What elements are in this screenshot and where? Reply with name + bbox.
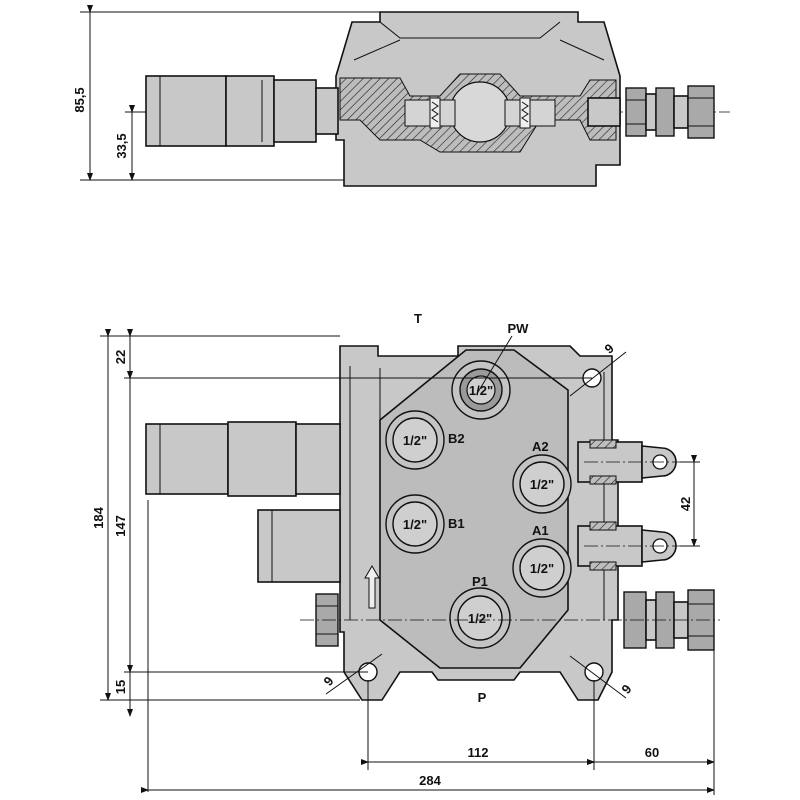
- port-label-b2: B2: [448, 431, 465, 446]
- port-b2-size: 1/2": [403, 433, 427, 448]
- port-p1: 1/2": [449, 587, 511, 649]
- port-p1-size: 1/2": [468, 611, 492, 626]
- dim-184: 184: [91, 506, 106, 528]
- top-section-view: 85,5 33,5: [72, 5, 730, 187]
- port-label-p: P: [478, 690, 487, 705]
- dim-60: 60: [645, 745, 659, 760]
- front-view: 1/2" 1/2" 1/2" 1/2" 1/2" 1/2": [145, 345, 720, 701]
- dim-147: 147: [113, 515, 128, 537]
- dim-284: 284: [419, 773, 441, 788]
- port-b1-size: 1/2": [403, 517, 427, 532]
- port-label-a2: A2: [532, 439, 549, 454]
- dim-top-height: 85,5: [72, 87, 87, 112]
- dim-112: 112: [468, 745, 489, 760]
- front-dimensions: 184 147 22 15 42 112 60 284 9 9 9: [91, 329, 715, 795]
- dim-22: 22: [113, 350, 128, 364]
- port-label-p1: P1: [472, 574, 488, 589]
- port-a2: 1/2": [512, 454, 572, 514]
- port-a2-size: 1/2": [530, 477, 554, 492]
- port-label-pw: PW: [508, 321, 530, 336]
- port-label-a1: A1: [532, 523, 549, 538]
- port-b2: 1/2": [385, 410, 445, 470]
- port-pw-size: 1/2": [469, 383, 493, 398]
- port-label-b1: B1: [448, 516, 465, 531]
- port-b1: 1/2": [385, 494, 445, 554]
- dim-hole-bl: 9: [320, 674, 336, 689]
- port-a1-size: 1/2": [530, 561, 554, 576]
- dim-42: 42: [678, 497, 693, 511]
- port-pw: 1/2": [451, 360, 511, 420]
- port-label-t: T: [414, 311, 422, 326]
- dim-hole-top: 9: [602, 340, 617, 356]
- dim-15: 15: [113, 680, 128, 694]
- port-a1: 1/2": [512, 538, 572, 598]
- dim-top-axis: 33,5: [114, 133, 129, 158]
